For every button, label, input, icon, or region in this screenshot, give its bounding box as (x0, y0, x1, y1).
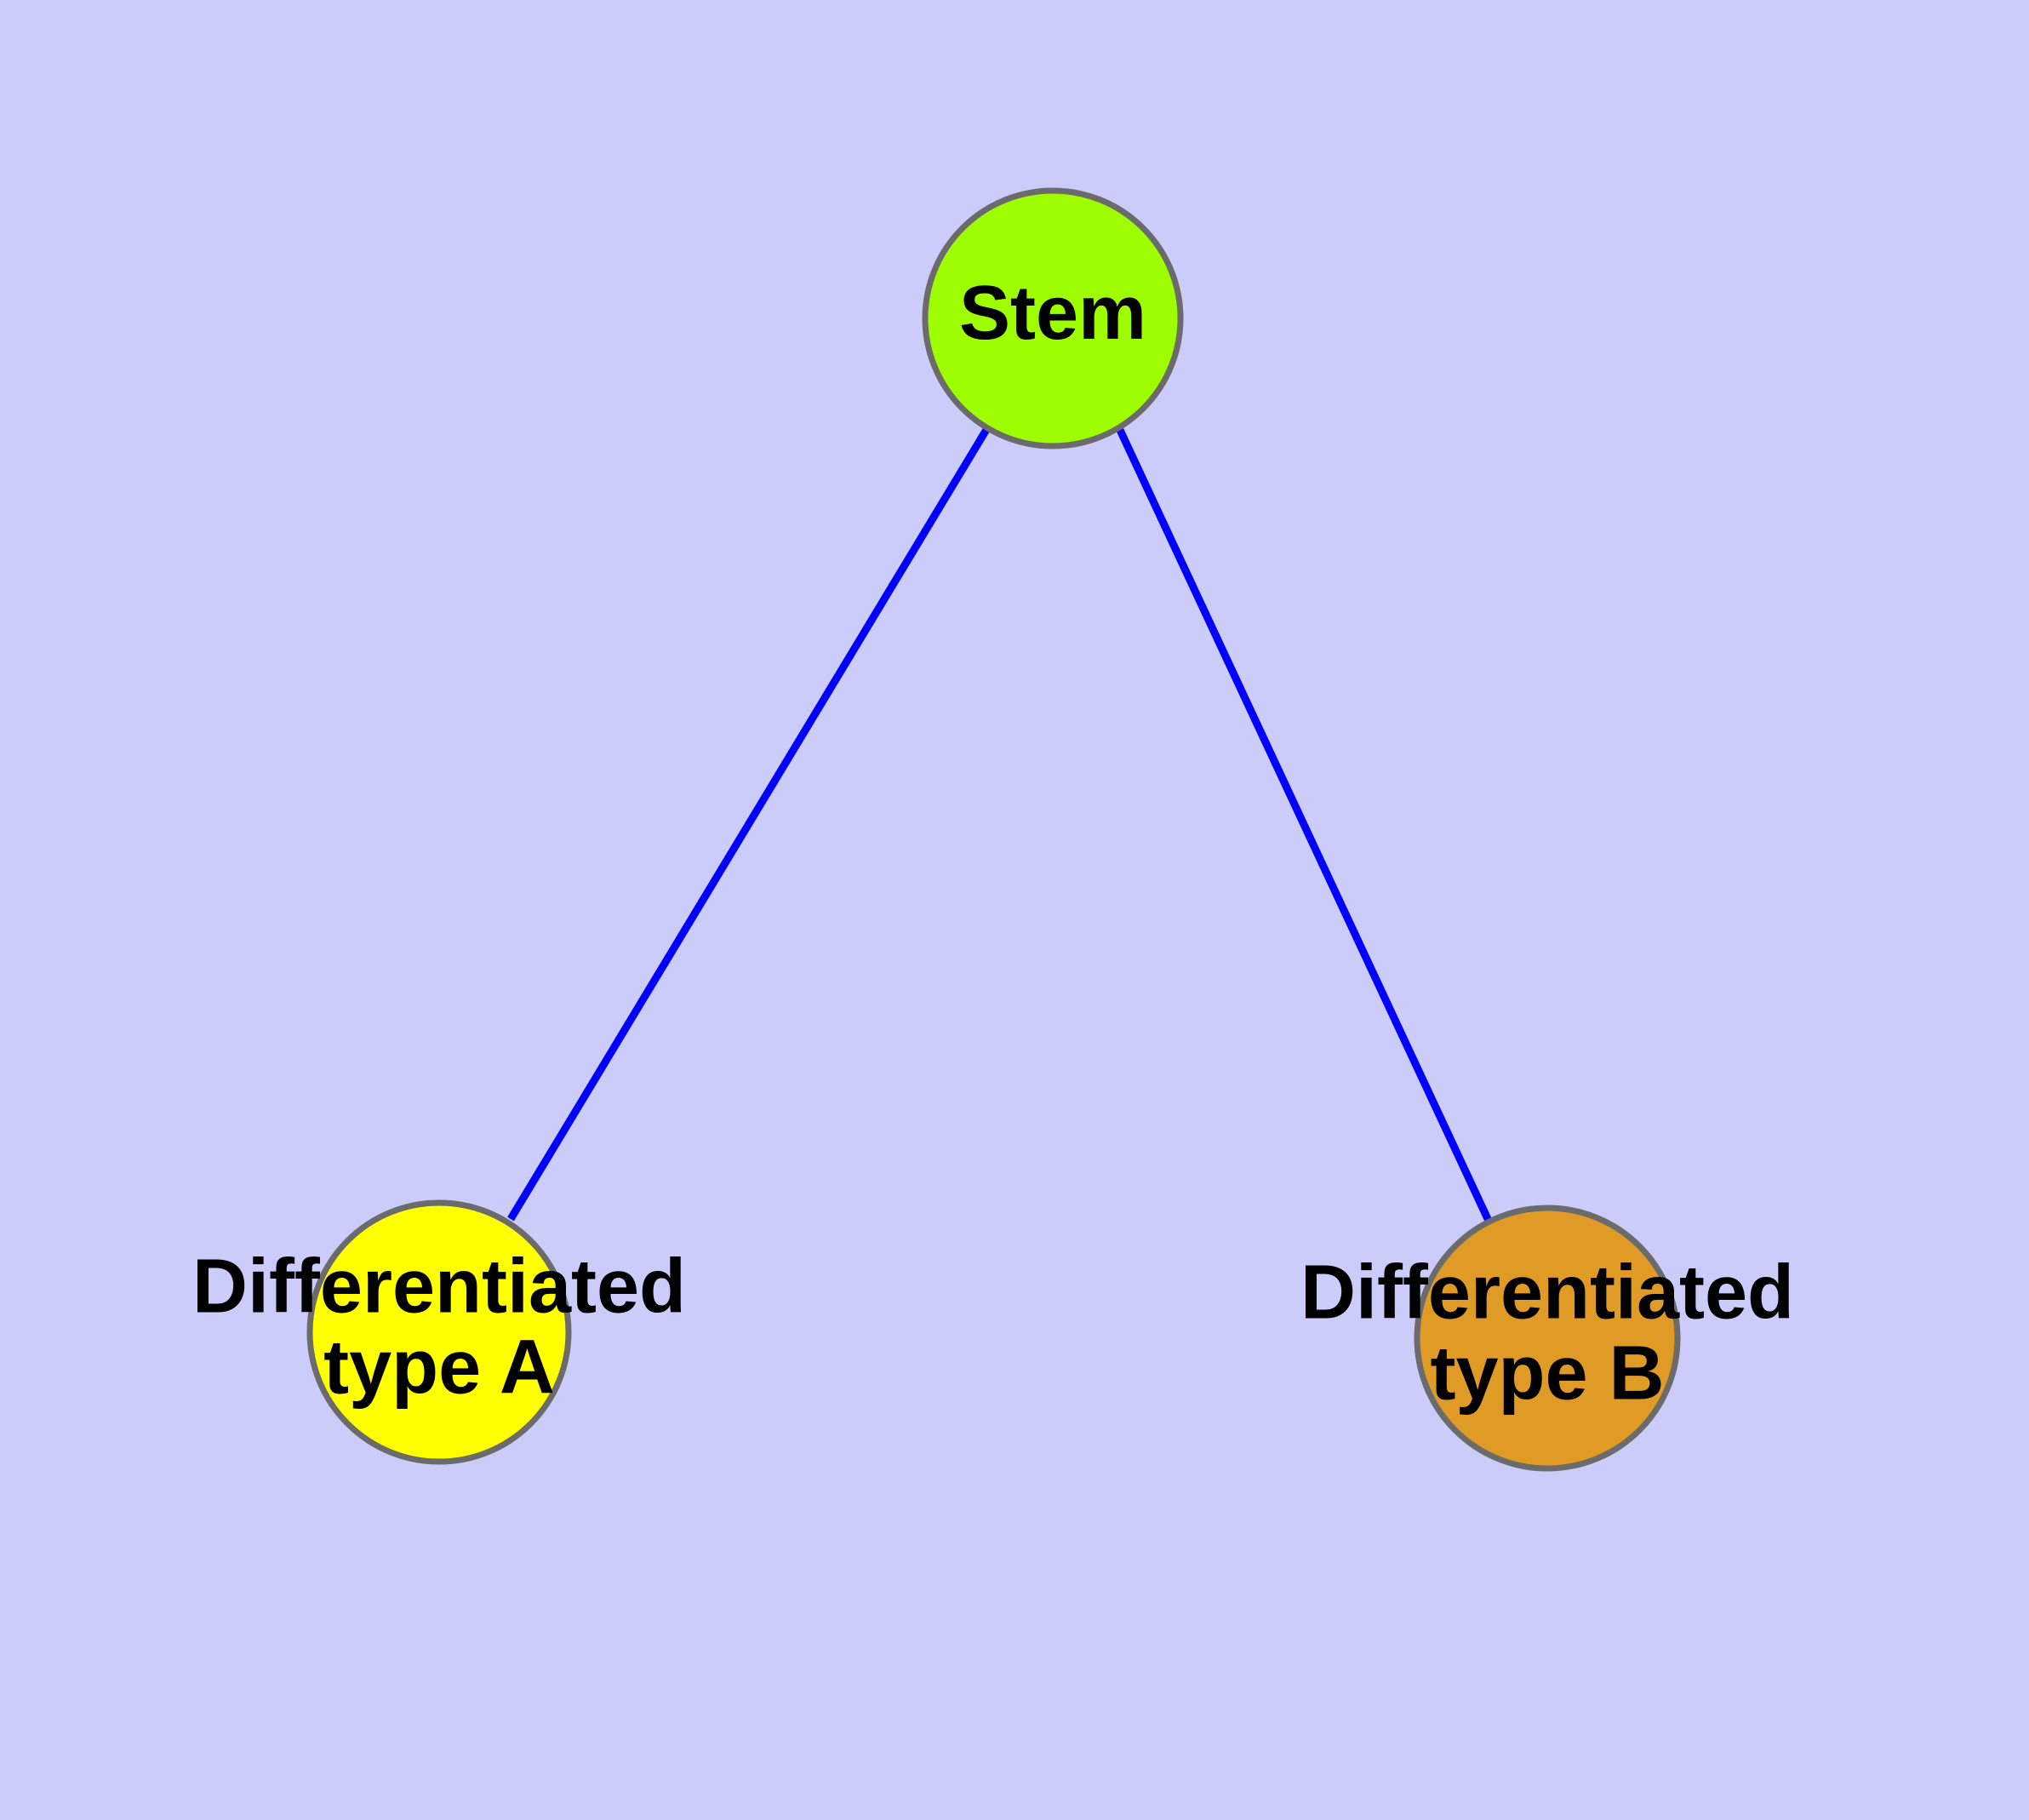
node-label-stem: Stem (959, 271, 1146, 356)
node-differentiated-type-a[interactable] (306, 1199, 572, 1465)
node-differentiated-type-b[interactable] (1414, 1205, 1681, 1472)
node-layer (306, 187, 1681, 1472)
edge-layer (507, 426, 1493, 1222)
node-label-line: Differentiated (1300, 1250, 1794, 1335)
node-label-line: Differentiated (192, 1244, 686, 1329)
node-stem[interactable] (922, 187, 1184, 449)
node-label-line: type B (1430, 1331, 1664, 1416)
node-label-line: type A (323, 1325, 555, 1410)
node-label-line: Stem (959, 271, 1146, 356)
edge-stem-to-diff-b[interactable] (1115, 426, 1493, 1222)
edge-stem-to-diff-a[interactable] (507, 426, 991, 1222)
